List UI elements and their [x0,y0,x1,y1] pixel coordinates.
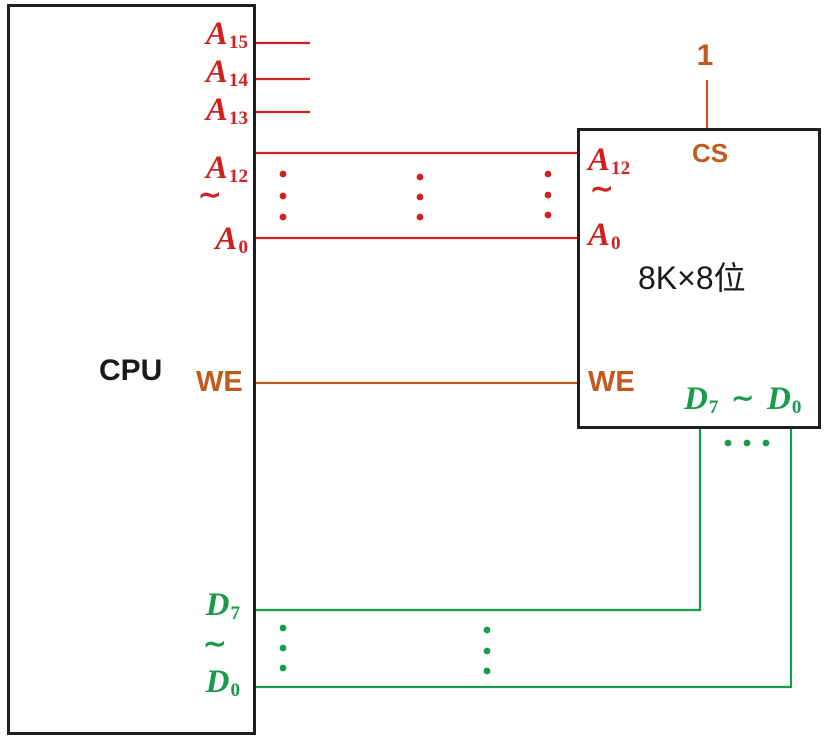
chip-pin-we: WE [588,366,635,398]
memory-chip-box [577,128,821,429]
cpu-pin-d0: D0 [205,664,240,702]
control-wires [256,80,709,385]
cpu-pin-a15: A15 [205,16,248,54]
data-bus-ellipsis-dots [279,439,770,675]
cpu-pin-we: WE [196,366,243,398]
chip-data-range-tilde: ∼ [731,383,755,413]
cpu-pin-a0: A0 [215,221,248,259]
chip-pin-cs: CS [692,138,729,168]
chip-pin-a0: A0 [588,217,621,255]
cpu-label-text: CPU [99,354,163,387]
cs-logic-level: 1 [696,39,714,72]
cpu-pin-a14: A14 [205,54,248,92]
chip-capacity-title: 8K×8位 [638,260,746,296]
data-wires [256,429,793,689]
chip-pin-d7: D7 [684,381,719,419]
cpu-pin-a13: A13 [205,92,248,130]
address-bus-ellipsis-dots [279,170,552,221]
cpu-pin-a12: A12 [205,150,248,188]
cpu-addr-range-tilde: ∼ [198,180,222,211]
wire-d0 [256,429,793,689]
address-wires [256,41,577,240]
chip-pin-data-bus: D7 ∼ D0 [684,381,802,419]
wire-d7 [256,429,702,612]
chip-pin-a12: A12 [588,142,631,180]
cpu-box [7,4,256,735]
chip-pin-d0: D0 [767,381,802,419]
cpu-label: CPU [99,356,162,386]
cpu-data-range-tilde: ∼ [203,629,227,660]
chip-addr-range-tilde: ∼ [590,174,614,205]
cpu-pin-d7: D7 [205,587,240,625]
